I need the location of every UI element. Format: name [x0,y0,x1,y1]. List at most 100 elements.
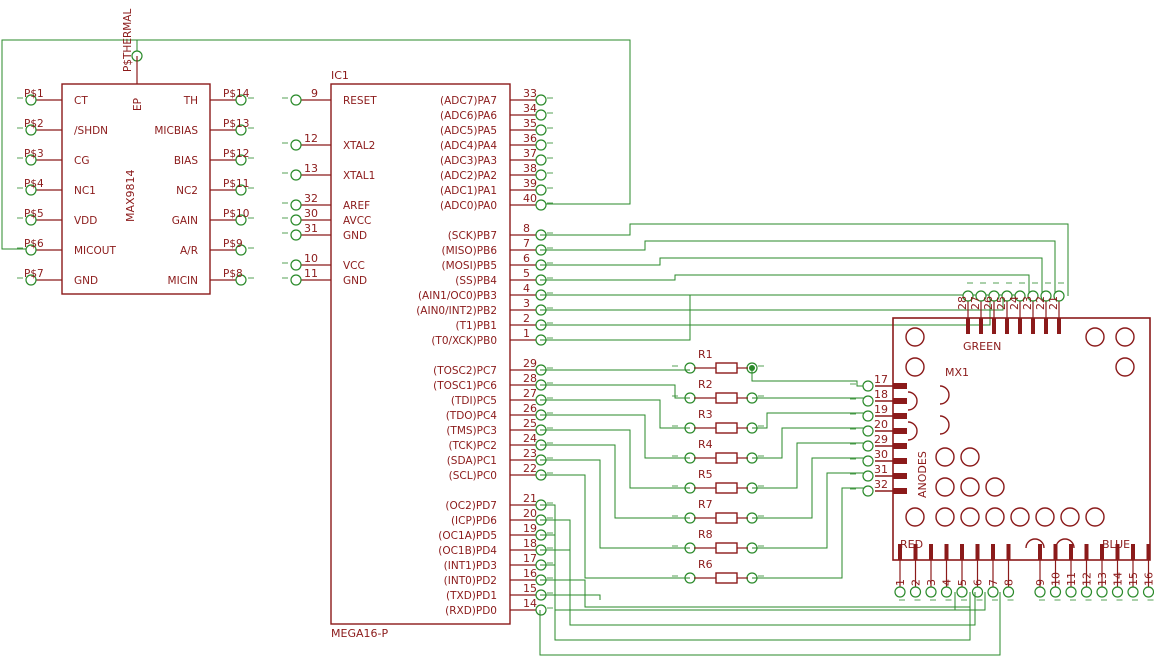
anode-pin [862,485,874,497]
max9814-left-pin [25,124,37,136]
resistor-body [715,392,738,404]
mcu-pin-name: (SCL)PC0 [449,470,497,482]
mcu-right-pin [535,109,547,121]
mcu-pin-name: (ADC1)PA1 [440,185,497,197]
resistor-body [715,542,738,554]
max9814-right-pin [235,94,247,106]
bottom-pin-number: 3 [925,579,938,586]
anode-pin [862,470,874,482]
resistor-pin [684,362,696,374]
mcu-pin-number: 1 [523,327,530,340]
bottom-pad [913,544,918,560]
led-circle [935,477,955,497]
led-circle [1115,327,1135,347]
mcu-pin-number: 37 [523,147,537,160]
mcu-pin-name: (TOSC1)PC6 [433,380,497,392]
bottom-pad [1131,544,1135,560]
bottom-pad [944,544,949,560]
mcu-pin-name: (ADC7)PA7 [440,95,497,107]
mcu-pin-name: (SCK)PB7 [448,230,497,242]
mcu-pin-number: 40 [523,192,537,205]
anode-pin-number: 17 [874,373,888,386]
mcu-pin-number: 27 [523,387,537,400]
led-circle [905,327,925,347]
mcu-pin-number: 7 [523,237,530,250]
green-net-wire [540,240,1056,296]
green-pin [1001,290,1013,302]
bottom-pin-number: 4 [941,579,954,586]
mcu-pin-name: (TCK)PC2 [448,440,497,452]
mcu-pin-name: XTAL1 [343,170,375,182]
mcu-value: MEGA16-P [331,627,388,640]
max9814-pin-name: NC2 [176,185,198,197]
green-pin [975,290,987,302]
mcu-pin-name: (ADC0)PA0 [440,200,497,212]
anode-pin-number: 19 [874,403,888,416]
anode-pin [862,455,874,467]
mcu-right-pin [535,154,547,166]
green-pin [1027,290,1039,302]
bottom-pad [975,544,980,560]
anode-wire [752,457,868,519]
max9814-pad-label: P$11 [223,178,249,190]
bottom-pin-number: 13 [1096,572,1109,586]
max9814-pin-name: CT [74,95,88,107]
max9814-left-pin [25,184,37,196]
mcu-pin-name: (ICP)PD6 [451,515,497,527]
green-pin-number: 28 [956,296,969,310]
max9814-pad-label: P$7 [24,268,44,280]
max9814-right-pin [235,184,247,196]
bottom-pin [894,586,906,598]
mcu-pin-name: (T1)PB1 [455,320,497,332]
anode-pad [893,443,907,449]
mcu-pin-name: (ADC3)PA3 [440,155,497,167]
green-pin-number: 24 [1008,296,1021,310]
mcu-pin-name: (INT1)PD3 [444,560,497,572]
bottom-pad [929,544,933,560]
green-pad [1057,318,1061,334]
led-circle [985,507,1005,527]
mcu-left-pin [290,139,302,151]
led-circle [1085,507,1105,527]
max9814-pin-name: CG [74,155,89,167]
red-label: RED [900,538,923,551]
max9814-left-pin [25,154,37,166]
mcu-pin-number: 11 [304,267,318,280]
mcu-pin-number: 12 [304,132,318,145]
green-pad [992,318,996,334]
resistor-label: R5 [698,468,713,481]
mcu-pin-name: (TDO)PC4 [446,410,498,422]
ep-label: EP [132,98,144,111]
mcu-left-pin [290,229,302,241]
mcu-pin-number: 32 [304,192,318,205]
anode-pad [893,488,907,494]
anode-pin [862,410,874,422]
mcu-pin-number: 15 [523,582,537,595]
mcu-pin-name: (MISO)PB6 [442,245,498,257]
mcu-left-pin [290,259,302,271]
mcu-pin-name: (OC1B)PD4 [438,545,497,557]
resistor-body [715,512,738,524]
green-pin-number: 27 [969,296,982,310]
green-pin-number: 22 [1034,296,1047,310]
green-net-wire [540,223,1069,296]
led-circle [905,507,925,527]
led-circle [960,447,980,467]
mcu-pin-name: GND [343,275,367,287]
max9814-pin-name: GND [74,275,98,287]
green-pin [1053,290,1065,302]
bottom-pad [1053,544,1058,560]
bottom-pin-number: 12 [1081,572,1094,586]
anode-pad [893,458,907,464]
bottom-pin-number: 6 [972,579,985,586]
pc-wire [540,444,690,519]
mcu-pin-name: (ADC6)PA6 [440,110,497,122]
mcu-pin-number: 29 [523,357,537,370]
mcu-body [330,83,511,625]
anode-wire [752,427,868,459]
max9814-pin-name: MICIN [168,275,198,287]
mcu-pin-name: (ADC5)PA5 [440,125,497,137]
led-circle [985,477,1005,497]
max9814-left-pin [25,244,37,256]
